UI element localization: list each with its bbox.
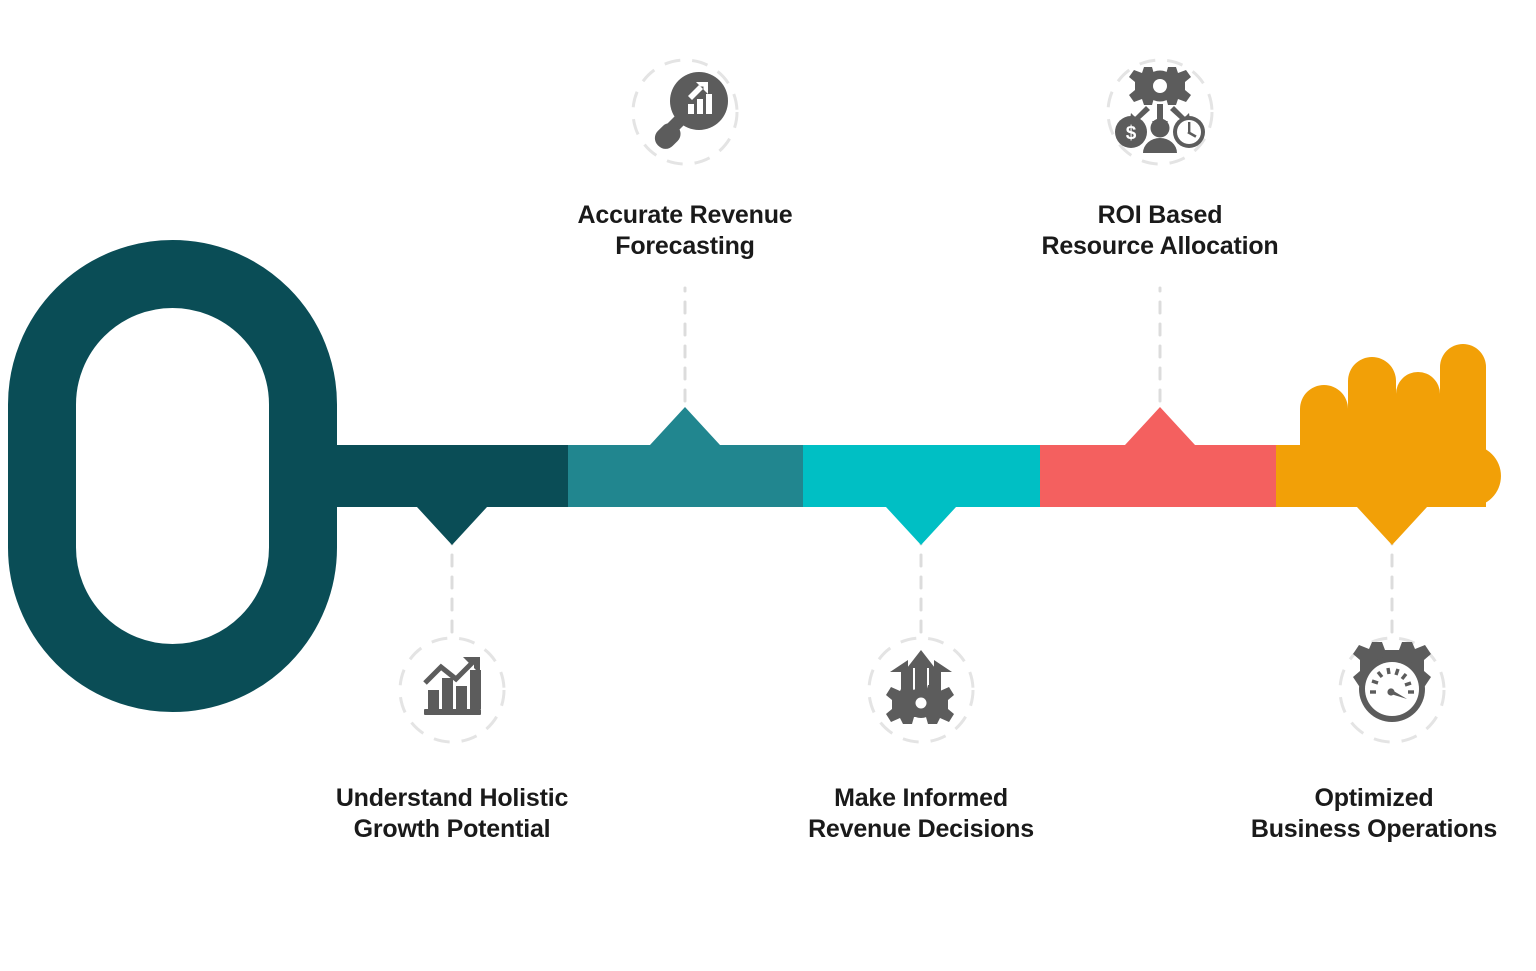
icon-magnifier-chart[interactable] xyxy=(631,58,739,166)
icon-ring-3 xyxy=(867,636,975,744)
gear-resources-allocation-icon: $ xyxy=(1115,67,1205,153)
gauge-gear-icon xyxy=(1353,642,1431,722)
connector-lines xyxy=(450,286,1394,640)
key-tooth-4 xyxy=(1440,344,1486,470)
callout-label-roi-based-resource-allocation: ROI Based Resource Allocation xyxy=(1041,201,1279,260)
callout-label-make-informed-revenue-decisions: Make Informed Revenue Decisions xyxy=(808,784,1034,843)
callout-label-accurate-revenue-forecasting: Accurate Revenue Forecasting xyxy=(577,201,793,260)
key-segment-4 xyxy=(1040,407,1276,507)
growth-bar-chart-icon xyxy=(423,657,481,715)
key-segment-5 xyxy=(1276,344,1501,545)
callout-label-optimized-business-operations: Optimized Business Operations xyxy=(1250,784,1498,843)
arrows-gear-decision-icon xyxy=(886,650,954,724)
callout-label-understand-holistic-growth-potential: Understand Holistic Growth Potential xyxy=(335,784,569,843)
svg-text:$: $ xyxy=(1126,123,1137,144)
icon-ring-2 xyxy=(631,58,739,166)
key-tooth-2 xyxy=(1348,357,1396,470)
magnifier-chart-icon xyxy=(654,72,728,149)
key-segment-2 xyxy=(568,407,803,507)
icon-ring-1 xyxy=(398,636,506,744)
icon-growth-bar-chart[interactable] xyxy=(398,636,506,744)
key-segment-3 xyxy=(803,445,1040,545)
icon-gear-resources-allocation[interactable]: $ xyxy=(1106,58,1214,166)
icon-gauge-gear[interactable] xyxy=(1338,636,1446,744)
key-bow xyxy=(8,240,337,712)
icon-ring-5 xyxy=(1338,636,1446,744)
key-segment-1 xyxy=(333,445,568,545)
icon-ring-4 xyxy=(1106,58,1214,166)
icon-arrows-gear-decision[interactable] xyxy=(867,636,975,744)
